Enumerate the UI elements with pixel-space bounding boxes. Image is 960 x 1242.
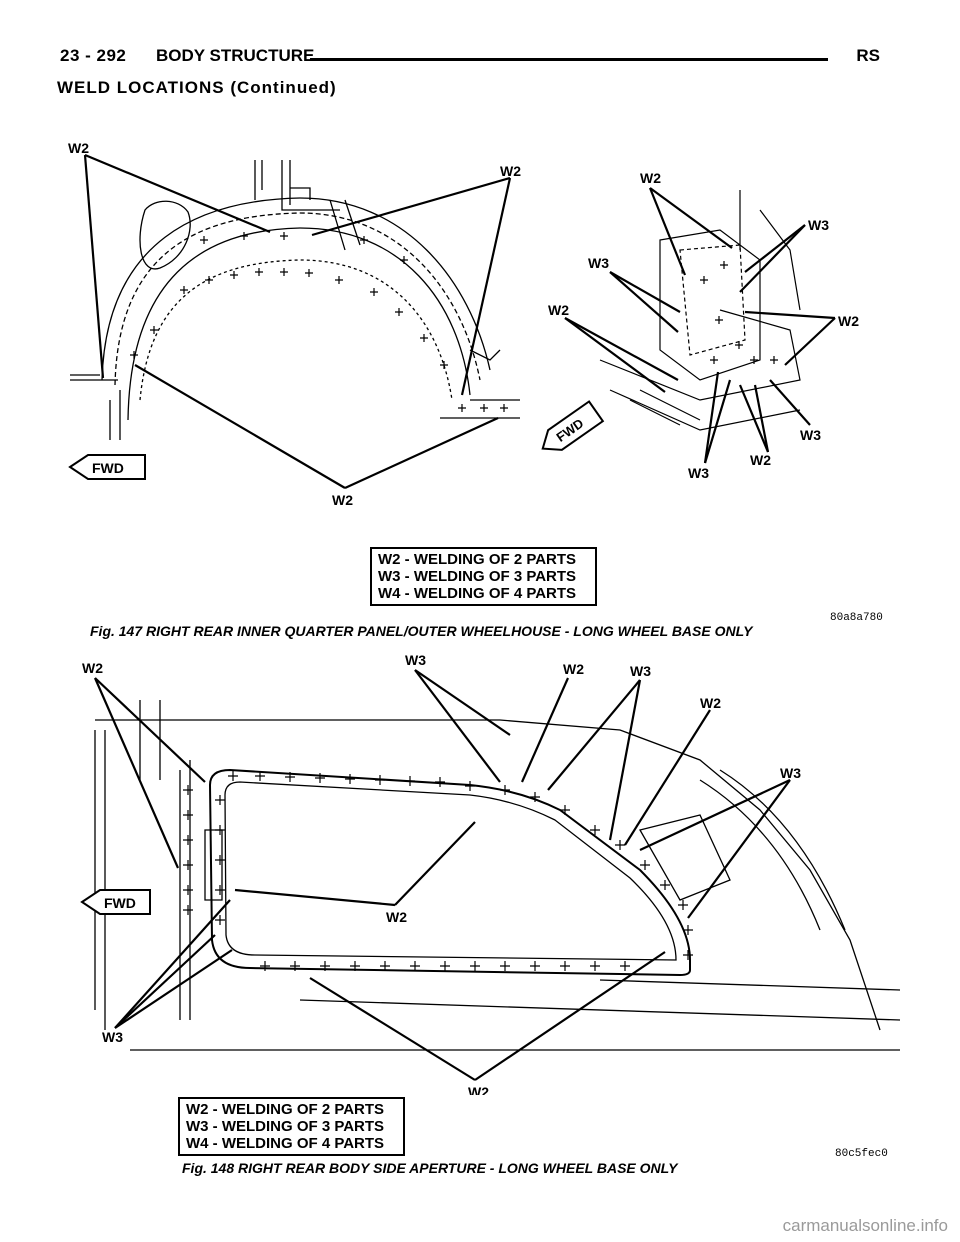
fig148-caption: Fig. 148 RIGHT REAR BODY SIDE APERTURE -…: [182, 1160, 678, 1176]
label-w2: W2: [750, 452, 771, 468]
label-w3: W3: [102, 1029, 123, 1045]
fig147-legend: W2 - WELDING OF 2 PARTS W3 - WELDING OF …: [370, 547, 597, 606]
weld-labels-fig148: W2 W3 W2 W3 W2 W3 W2 W3 W2: [82, 652, 801, 1095]
label-w3: W3: [688, 465, 709, 481]
page-number: 23 - 292: [60, 46, 127, 65]
fwd-arrow-left: FWD: [68, 454, 146, 480]
leader-lines-fig148: [93, 669, 791, 1081]
legend-w2: W2 - WELDING OF 2 PARTS: [378, 551, 577, 568]
label-w2: W2: [700, 695, 721, 711]
label-w3: W3: [780, 765, 801, 781]
section-title: BODY STRUCTURE: [156, 46, 315, 65]
aperture-drawing: [94, 700, 901, 1051]
fwd-text: FWD: [104, 895, 136, 911]
fwd-arrow-right: FWD: [541, 400, 605, 451]
legend-w4: W4 - WELDING OF 4 PARTS: [186, 1135, 385, 1152]
label-w2: W2: [468, 1084, 489, 1095]
fig147-caption: Fig. 147 RIGHT REAR INNER QUARTER PANEL/…: [90, 623, 753, 639]
fig147-illustration: FWD FWD W2 W2 W2 W2 W3 W3 W2 W2 W3 W2 W3: [68, 140, 859, 508]
legend-w4: W4 - WELDING OF 4 PARTS: [378, 585, 577, 602]
rear-bracket-drawing: [599, 190, 801, 431]
label-w2: W2: [838, 313, 859, 329]
label-w3: W3: [800, 427, 821, 443]
label-w2: W2: [500, 163, 521, 179]
fig148-art-number: 80c5fec0: [835, 1148, 888, 1160]
fwd-arrow-fig148: FWD: [80, 889, 151, 915]
label-w2: W2: [640, 170, 661, 186]
label-w2: W2: [386, 909, 407, 925]
watermark: carmanualsonline.info: [782, 1216, 948, 1235]
label-w2: W2: [548, 302, 569, 318]
label-w3: W3: [405, 652, 426, 668]
leader-lines-fig147: [83, 153, 836, 490]
label-w2: W2: [82, 660, 103, 676]
label-w2: W2: [563, 661, 584, 677]
header-rule: [310, 58, 828, 61]
fig148-legend: W2 - WELDING OF 2 PARTS W3 - WELDING OF …: [178, 1097, 405, 1156]
fwd-left-text: FWD: [92, 460, 124, 476]
legend-w3: W3 - WELDING OF 3 PARTS: [186, 1118, 385, 1135]
legend-w3: W3 - WELDING OF 3 PARTS: [378, 568, 577, 585]
fig148-illustration: FWD W2 W3 W2 W3 W2 W3 W2 W3 W2: [80, 652, 901, 1095]
wheelhouse-drawing: [70, 160, 520, 440]
legend-w2: W2 - WELDING OF 2 PARTS: [186, 1101, 385, 1118]
model-code: RS: [856, 46, 880, 65]
weld-marks-fig148: [183, 771, 693, 971]
label-w3: W3: [588, 255, 609, 271]
weld-labels-fig147: W2 W2 W2 W2 W3 W3 W2 W2 W3 W2 W3: [68, 140, 859, 508]
weld-marks-fig147: [130, 232, 508, 412]
fig147-art-number: 80a8a780: [830, 612, 883, 624]
label-w2: W2: [68, 140, 89, 156]
page-header: 23 - 292 BODY STRUCTURE RS: [60, 46, 880, 76]
label-w3: W3: [808, 217, 829, 233]
label-w3: W3: [630, 663, 651, 679]
label-w2: W2: [332, 492, 353, 508]
subheading: WELD LOCATIONS (Continued): [57, 78, 337, 97]
